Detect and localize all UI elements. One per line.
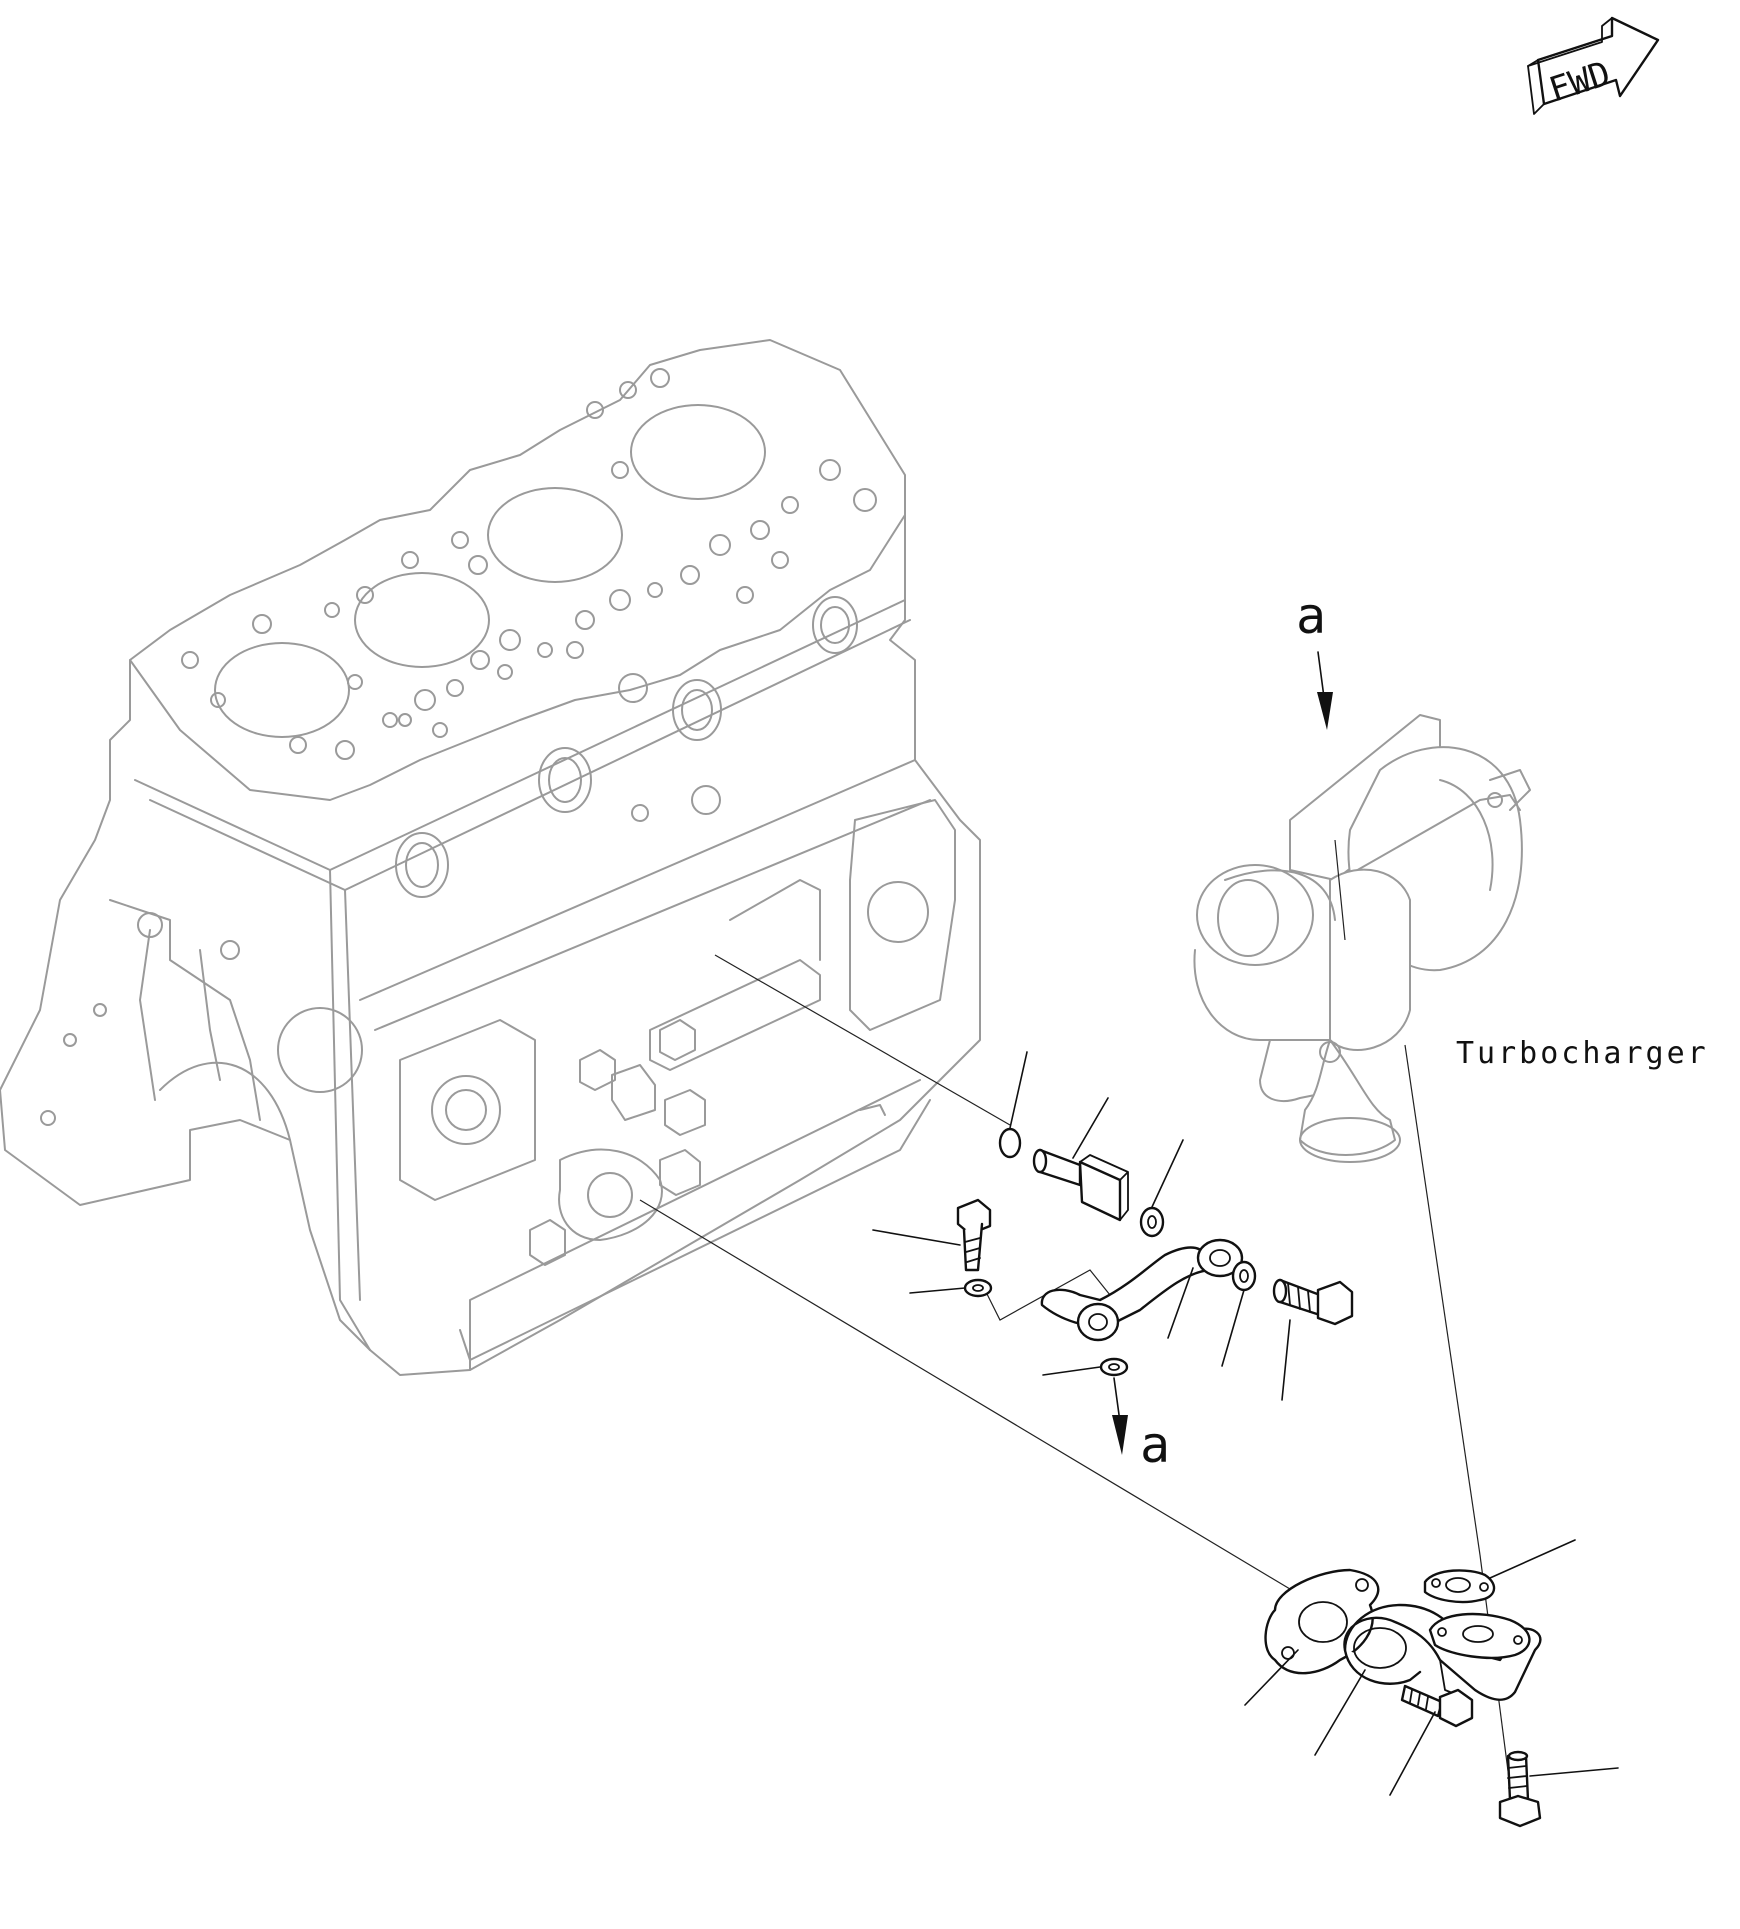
drain-elbow-parts	[1264, 1568, 1542, 1828]
turbocharger-label: Turbocharger	[1456, 1036, 1709, 1071]
o-ring	[998, 1127, 1022, 1159]
gasket-small	[1423, 1569, 1496, 1604]
reference-marker-top: a	[1296, 587, 1333, 730]
washer-lower	[1099, 1357, 1129, 1377]
washer-upper	[1139, 1206, 1165, 1238]
oil-pipe-parts	[956, 1127, 1354, 1377]
fwd-direction-badge: FWD	[1527, 16, 1660, 115]
arrow-down-icon	[1112, 1415, 1128, 1455]
turbocharger-assembly	[1193, 714, 1531, 1163]
oil-return-pipe	[1040, 1238, 1244, 1342]
reference-marker-bottom: a	[1112, 1377, 1170, 1474]
reference-label-bottom: a	[1140, 1416, 1170, 1474]
washer-left	[963, 1278, 993, 1298]
arrow-down-icon	[1317, 692, 1333, 730]
elbow-flange	[1428, 1612, 1531, 1660]
gasket-large	[1264, 1568, 1380, 1675]
leader-lines	[872, 1051, 1619, 1796]
hollow-bolt-left	[956, 1198, 992, 1272]
washer-right	[1231, 1260, 1257, 1292]
flange-bolt	[1400, 1684, 1474, 1728]
deck-holes	[181, 368, 877, 760]
bottom-bolt	[1498, 1750, 1542, 1828]
adapter-nipple	[1032, 1148, 1129, 1222]
drain-elbow	[1343, 1603, 1542, 1701]
banjo-bolt	[1272, 1278, 1354, 1326]
reference-label-top: a	[1296, 587, 1326, 645]
engine-block	[0, 339, 981, 1376]
